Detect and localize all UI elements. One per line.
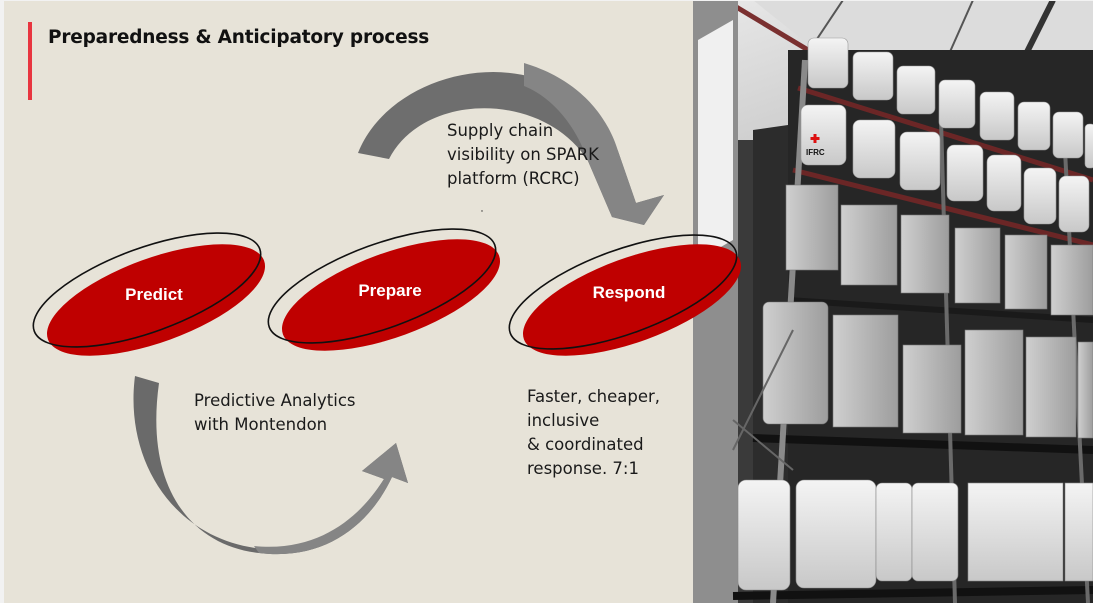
process-diagram: Predict Prepare Respond	[20, 63, 755, 555]
red-cross-icon	[810, 134, 820, 143]
outcome-text: Faster, cheaper, inclusive & coordinated…	[527, 385, 660, 481]
stage-prepare[interactable]: Prepare	[255, 205, 514, 373]
caption-line: visibility on SPARK	[447, 145, 599, 164]
stage-label: Predict	[125, 285, 183, 304]
title-accent-bar	[28, 22, 32, 100]
arrow-predict-to-prepare	[133, 376, 409, 555]
caption-line: platform (RCRC)	[447, 169, 580, 188]
arrow-prepare-to-respond	[358, 63, 664, 225]
caption-line: Supply chain	[447, 121, 554, 140]
pallet-label: IFRC	[806, 148, 825, 157]
caption-predictive-analytics: Predictive Analytics with Montendon	[194, 389, 356, 437]
slide: Preparedness & Anticipatory process	[4, 1, 1093, 603]
outcome-line: response. 7:1	[527, 459, 639, 478]
outcome-line: inclusive	[527, 411, 600, 430]
caption-line: Predictive Analytics	[194, 391, 356, 410]
caption-line: with Montendon	[194, 415, 328, 434]
stage-respond[interactable]: Respond	[496, 211, 755, 378]
stage-label: Respond	[593, 283, 666, 302]
outcome-line: Faster, cheaper,	[527, 387, 661, 406]
slide-title: Preparedness & Anticipatory process	[48, 27, 430, 48]
stage-label: Prepare	[358, 281, 421, 300]
caption-supply-chain: Supply chain visibility on SPARK platfor…	[447, 119, 599, 191]
outcome-line: & coordinated	[527, 435, 644, 454]
stage-predict[interactable]: Predict	[20, 209, 279, 378]
